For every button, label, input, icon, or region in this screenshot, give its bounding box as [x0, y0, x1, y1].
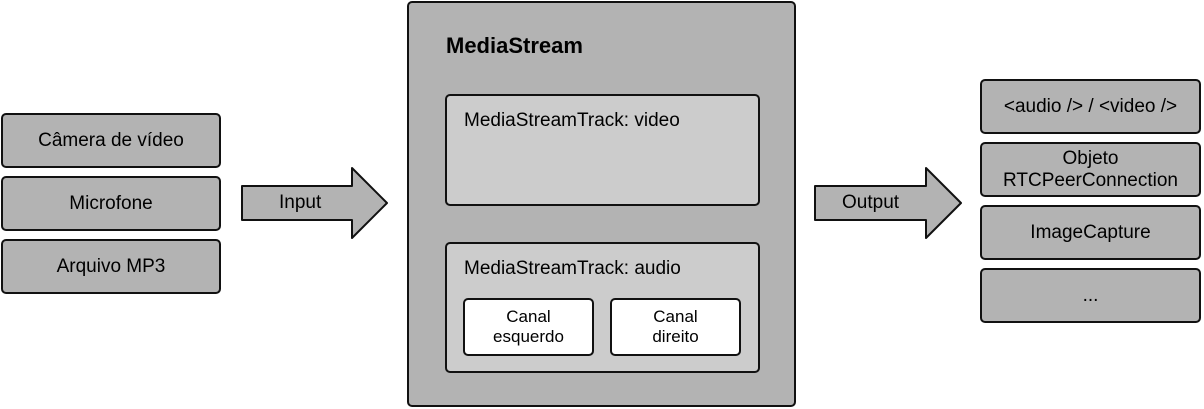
video-track-label: MediaStreamTrack: video [464, 110, 680, 131]
output-line2: RTCPeerConnection [1003, 169, 1178, 191]
output-arrow-label: Output [842, 192, 900, 213]
output-arrow-icon [814, 167, 962, 239]
media-stream-title: MediaStream [446, 33, 583, 58]
channel-line1: Canal [653, 307, 698, 326]
source-video-camera: Câmera de vídeo [1, 113, 221, 168]
output-more: ... [980, 268, 1201, 323]
source-microphone: Microfone [1, 176, 221, 231]
source-label: Arquivo MP3 [56, 255, 166, 277]
input-arrow-label: Input [279, 192, 322, 213]
input-arrow-icon [241, 167, 388, 239]
channel-line1: Canal [506, 307, 551, 326]
output-line1: <audio /> / <video /> [1003, 95, 1178, 117]
video-track: MediaStreamTrack: video [445, 94, 760, 206]
output-media-element: <audio /> / <video /> [980, 79, 1201, 134]
output-line1: ImageCapture [1030, 221, 1151, 243]
channel-line2: direito [652, 327, 699, 346]
output-line1: Objeto [1062, 147, 1119, 169]
channel-line2: esquerdo [493, 327, 564, 346]
source-label: Câmera de vídeo [38, 129, 184, 151]
source-label: Microfone [69, 192, 153, 214]
output-line1: ... [1082, 284, 1099, 306]
source-mp3-file: Arquivo MP3 [1, 239, 221, 294]
output-imagecapture: ImageCapture [980, 205, 1201, 260]
media-stream-container: MediaStream MediaStreamTrack: video Medi… [407, 1, 796, 407]
audio-track-label: MediaStreamTrack: audio [464, 258, 681, 279]
